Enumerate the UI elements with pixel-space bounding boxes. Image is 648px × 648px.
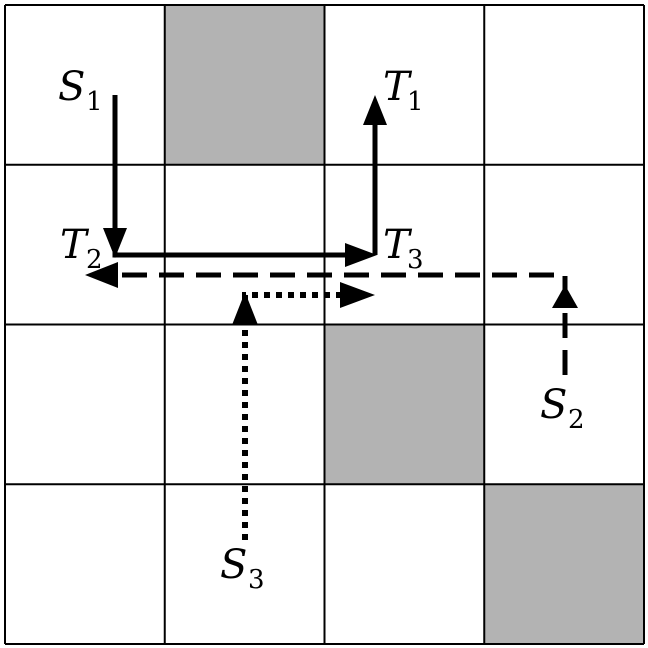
label-s3-letter: S [220,542,247,588]
label-t2: T 2 [60,222,103,275]
label-s2-letter: S [540,382,567,428]
label-s1-letter: S [58,64,85,110]
blocked-cell [484,484,644,644]
label-t3: T 3 [383,222,424,275]
path-3-dotted [232,282,375,540]
label-t3-letter: T [383,222,413,268]
path-1-arrowhead-down [103,228,127,258]
blocked-cell [324,324,485,485]
blocked-cells [164,5,644,644]
label-s2: S 2 [540,382,585,435]
path-3-arrowhead-right [340,282,375,308]
path-1-arrowhead-up [363,95,387,125]
blocked-cell [164,5,325,165]
path-1-solid [103,95,387,267]
label-t3-subscript: 3 [407,245,424,275]
path-2-dashed [85,262,578,375]
label-t2-letter: T [60,222,90,268]
label-s1-subscript: 1 [86,87,103,117]
label-s3: S 3 [220,542,265,595]
label-t1-letter: T [383,64,413,110]
path-1-arrowhead-right [345,243,377,267]
label-s3-subscript: 3 [248,565,265,595]
label-t1-subscript: 1 [407,87,424,117]
path-2-arrowhead-left [85,262,118,288]
label-t2-subscript: 2 [86,245,103,275]
label-t1: T 1 [383,64,424,117]
path-3-arrowhead-up [232,292,258,325]
label-s1: S 1 [58,64,103,117]
path-2-arrowhead-up [552,285,578,308]
grid-lines [4,4,645,645]
label-s2-subscript: 2 [568,405,585,435]
